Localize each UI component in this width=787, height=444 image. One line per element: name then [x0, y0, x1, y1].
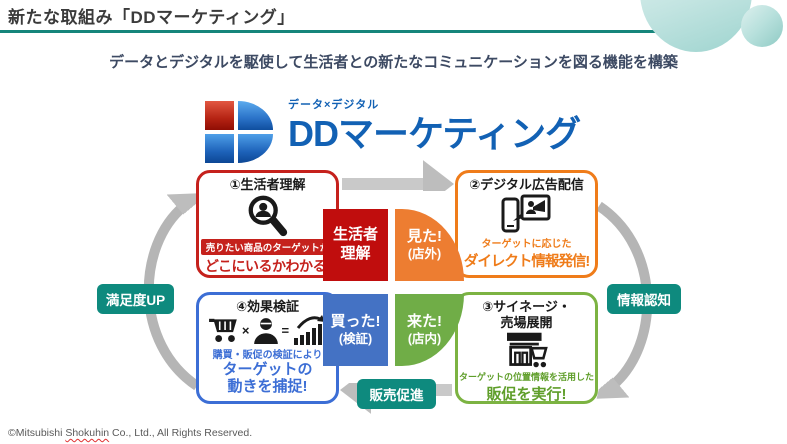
smartphone-broadcast-icon [501, 194, 550, 233]
cart-person-chart-icon: × = [208, 315, 327, 346]
copyright-notice: ©Mitsubishi Shokuhin Co., Ltd., All Righ… [8, 427, 252, 439]
decorative-circle-large [640, 0, 752, 52]
step3-headline: 販促を実行! [486, 386, 567, 404]
step1-consumer-understanding-box: ①生活者理解 売りたい商品のターゲットが どこにいるかわかる! [196, 170, 339, 278]
person-icon [253, 318, 278, 345]
icon-equals-operator: = [281, 322, 290, 338]
step4-headline-line1: ターゲットの [222, 360, 313, 378]
slide-subtitle: データとデジタルを駆使して生活者との新たなコミュニケーションを図る機能を構築 [109, 54, 678, 71]
center-saw-line2: (店外) [407, 246, 442, 261]
step3-signage-box: ③サイネージ・ 売場展開 ターゲットの位置情報を活用した 販促を実行! [455, 292, 598, 404]
step4-title: ④効果検証 [235, 299, 299, 314]
center-saw-line1: 見た! [407, 227, 442, 245]
step1-headline: どこにいるかわかる! [204, 257, 331, 274]
logo-tile-blue-bottom-left [205, 134, 234, 163]
copyright-post: Co., Ltd., All Rights Reserved. [109, 427, 253, 439]
step1-note: 売りたい商品のターゲットが [200, 238, 335, 255]
step3-title-line2: 売場展開 [500, 314, 553, 330]
sales-promotion-label: 販売促進 [357, 379, 436, 409]
rising-chart-icon [294, 315, 326, 346]
center-came-line1: 来た! [407, 312, 442, 330]
center-understanding-line1: 生活者 [332, 226, 378, 244]
dd-logo-text: データ×デジタル DDマーケティング [288, 96, 581, 155]
step3-note: ターゲットの位置情報を活用した [459, 372, 595, 383]
step4-headline: ターゲットの動きを捕捉! [222, 361, 312, 396]
logo-name-label: DDマーケティング [288, 113, 581, 154]
decorative-circle-small [741, 5, 783, 47]
dd-logo-mark-icon [205, 101, 273, 163]
information-recognition-label: 情報認知 [607, 284, 681, 314]
icon-times-operator: × [241, 322, 250, 338]
cart-icon [208, 318, 237, 342]
logo-tile-blue-bottom-right [238, 134, 273, 163]
center-tile-bought: 買った! (検証) [323, 294, 388, 366]
step3-title-line1: ③サイネージ・ [482, 299, 571, 314]
page-title: 新たな取組み「DDマーケティング」 [8, 8, 295, 27]
center-tile-understanding: 生活者 理解 [323, 209, 388, 281]
step2-note: ターゲットに応じた [481, 238, 572, 250]
logo-tile-red [205, 101, 234, 130]
center-tile-saw: 見た! (店外) [395, 209, 464, 281]
magnifier-person-icon [248, 195, 287, 236]
center-tile-came: 来た! (店内) [395, 294, 464, 366]
step2-digital-ad-box: ②デジタル広告配信 ターゲットに応じた ダイレクト情報発信! [455, 170, 598, 278]
center-came-line2: (店内) [407, 331, 442, 346]
step2-headline: ダイレクト情報発信! [463, 253, 590, 270]
title-underline [0, 30, 656, 33]
copyright-shokuhin: Shokuhin [65, 427, 110, 439]
step4-note: 購買・販促の検証により [212, 349, 323, 361]
step4-headline-line2: 動きを捕捉! [227, 377, 308, 395]
center-bought-line2: (検証) [338, 331, 373, 346]
store-cart-icon [506, 332, 548, 368]
step2-title: ②デジタル広告配信 [469, 177, 584, 192]
step4-verification-box: ④効果検証 × = [196, 292, 339, 404]
satisfaction-up-label: 満足度UP [97, 284, 174, 314]
center-understanding-line2: 理解 [340, 245, 371, 262]
copyright-pre: ©Mitsubishi [8, 427, 66, 439]
center-bought-line1: 買った! [330, 312, 381, 330]
logo-tile-blue-top [238, 101, 273, 130]
step1-title: ①生活者理解 [229, 177, 306, 192]
logo-ruby-label: データ×デジタル [288, 99, 380, 111]
